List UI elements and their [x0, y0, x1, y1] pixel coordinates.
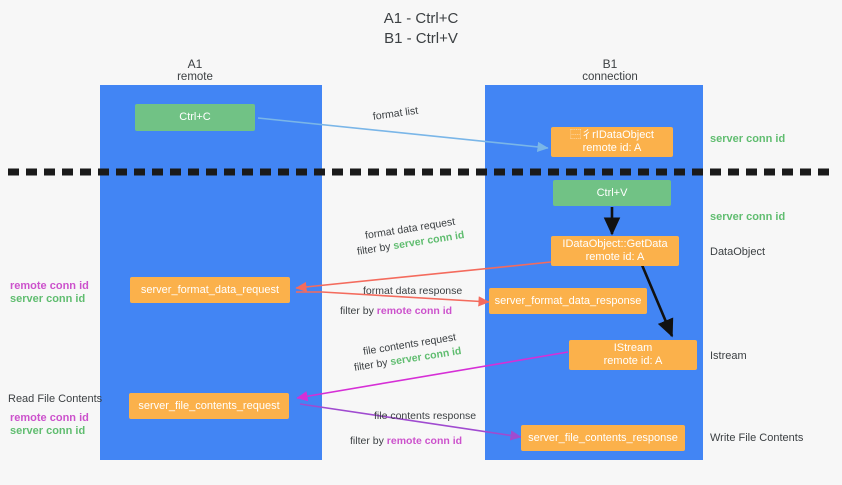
title-line-1: A1 - Ctrl+C — [383, 10, 459, 27]
side-label-server-conn-id-1: server conn id — [10, 293, 86, 305]
node-getdata-title: IDataObject::GetData — [562, 238, 668, 250]
side-label-istream: Istream — [710, 350, 747, 362]
node-server-format-data-response[interactable]: server_format_data_response — [489, 288, 647, 314]
label-format-data-request-filter-prefix: filter by — [356, 240, 395, 258]
label-file-contents-response: file contents response — [374, 409, 476, 423]
node-server-file-contents-request[interactable]: server_file_contents_request — [129, 393, 289, 419]
side-label-read-file-contents: Read File Contents — [8, 393, 103, 405]
node-istream[interactable]: IStream remote id: A — [569, 340, 697, 370]
label-file-contents-response-filter: filter by remote conn id — [350, 434, 462, 448]
label-file-contents-response-filter-value: remote conn id — [386, 435, 463, 447]
node-ctrl-c[interactable]: Ctrl+C — [135, 104, 255, 131]
label-format-data-response-filter: filter by remote conn id — [340, 304, 452, 318]
node-idataobject-getdata[interactable]: IDataObject::GetData remote id: A — [551, 236, 679, 266]
node-server-file-contents-response-label: server_file_contents_response — [528, 431, 678, 444]
node-ctrl-c-label: Ctrl+C — [179, 111, 211, 123]
side-label-server-conn-id-top: server conn id — [710, 133, 786, 145]
node-ctrl-v-label: Ctrl+V — [596, 186, 628, 199]
label-format-list-text: format list — [372, 104, 419, 123]
side-label-remote-conn-id-2: remote conn id — [10, 412, 89, 424]
page-title: A1 - Ctrl+C B1 - Ctrl+V — [0, 9, 842, 49]
label-format-data-response: format data response — [363, 284, 462, 298]
column-header-a1: A1 remote — [125, 58, 265, 84]
node-server-format-data-request[interactable]: server_format_data_request — [130, 277, 290, 303]
node-idataobject-title: ⿱⼻rIDataObject — [570, 129, 654, 141]
side-label-server-conn-id-mid: server conn id — [710, 211, 786, 223]
node-idataobject[interactable]: ⿱⼻rIDataObject remote id: A — [551, 127, 673, 157]
column-header-a1-sub: remote — [177, 71, 213, 83]
side-label-remote-conn-id-1: remote conn id — [10, 280, 89, 292]
node-server-format-data-response-label: server_format_data_response — [494, 294, 642, 307]
label-file-contents-request-filter-prefix: filter by — [353, 356, 392, 374]
node-istream-title: IStream — [613, 342, 653, 354]
title-line-2: B1 - Ctrl+V — [384, 30, 458, 47]
node-server-file-contents-response[interactable]: server_file_contents_response — [521, 425, 685, 451]
node-getdata-subtitle: remote id: A — [585, 251, 645, 263]
label-format-list: format list — [372, 104, 419, 124]
node-ctrl-v[interactable]: Ctrl+V — [553, 180, 671, 206]
column-header-b1-name: B1 — [602, 57, 618, 71]
label-format-data-response-text: format data response — [363, 285, 463, 297]
node-server-file-contents-request-label: server_file_contents_request — [138, 399, 280, 412]
column-header-a1-name: A1 — [187, 57, 203, 71]
side-label-server-conn-id-2: server conn id — [10, 425, 86, 437]
label-format-data-response-filter-value: remote conn id — [376, 305, 453, 317]
label-format-data-response-filter-prefix: filter by — [340, 305, 377, 317]
node-server-format-data-request-label: server_format_data_request — [140, 283, 280, 296]
column-header-b1: B1 connection — [535, 58, 685, 84]
node-istream-subtitle: remote id: A — [603, 355, 663, 367]
label-file-contents-response-filter-prefix: filter by — [350, 435, 387, 447]
side-label-write-file-contents: Write File Contents — [710, 432, 804, 444]
label-file-contents-response-text: file contents response — [374, 410, 477, 422]
node-idataobject-subtitle: remote id: A — [582, 142, 642, 154]
column-header-b1-sub: connection — [582, 71, 638, 83]
side-label-dataobject: DataObject — [710, 246, 766, 258]
